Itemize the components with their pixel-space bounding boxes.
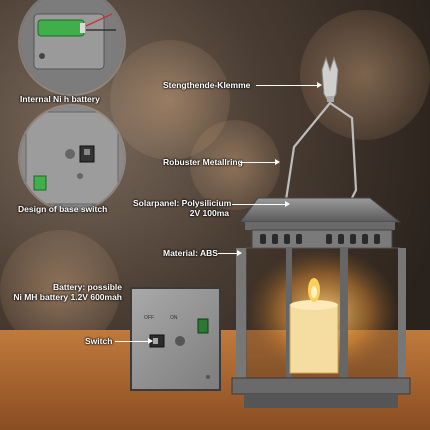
hanging-wire xyxy=(284,102,331,211)
background-bokeh xyxy=(300,10,430,140)
on-mark: ON xyxy=(170,315,178,321)
material-label: Material: ABS xyxy=(163,248,218,258)
solar-label-line2: 2V 100ma xyxy=(189,208,229,218)
candle xyxy=(289,304,339,374)
off-mark: OFF xyxy=(144,315,154,321)
metal-ring-arrow xyxy=(240,159,280,165)
battery-inset xyxy=(20,0,124,94)
material-arrow xyxy=(218,250,242,256)
background-bokeh xyxy=(190,120,280,210)
clamp-label: Stengthende-Klemme xyxy=(163,80,251,90)
internal-battery-label: Internal Ni h battery xyxy=(20,94,100,104)
switch-label: Switch xyxy=(85,336,113,346)
base-switch-label: Design of base switch xyxy=(18,204,108,214)
solar-arrow xyxy=(232,201,290,207)
clip-icon xyxy=(321,56,339,105)
metal-ring-label: Robuster Metallring xyxy=(163,157,243,167)
base-switch-inset xyxy=(20,106,124,210)
battery-spec-line2: Ni MH battery 1.2V 600mah xyxy=(13,292,122,302)
battery-spec-line1: Battery: possible xyxy=(53,282,122,292)
clamp-arrow xyxy=(256,82,322,88)
base-panel: OFF ON xyxy=(130,287,221,391)
solar-label-line1: Solarpanel: Polysilicium xyxy=(133,198,232,208)
background-bokeh xyxy=(110,40,230,160)
switch-arrow xyxy=(115,338,153,344)
